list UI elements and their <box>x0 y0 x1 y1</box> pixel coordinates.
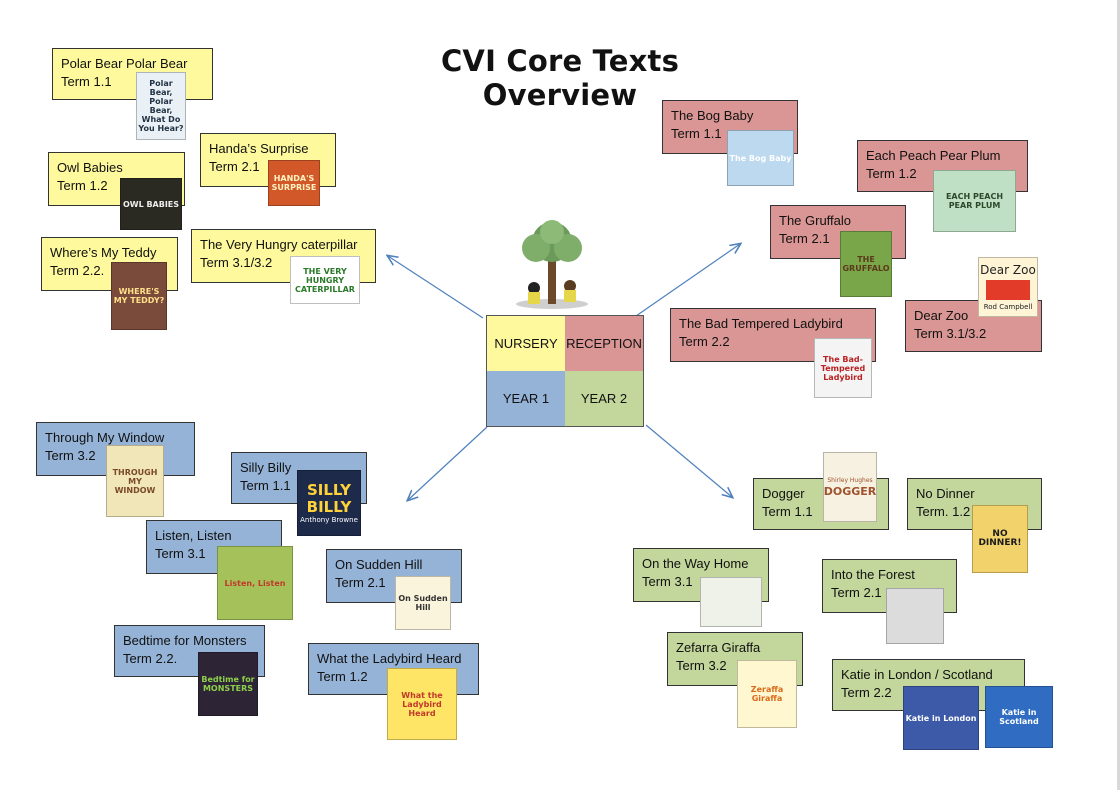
grid-nursery: NURSERY <box>487 316 565 371</box>
book-cover: Listen, Listen <box>217 546 293 620</box>
cover-author: Shirley Hughes <box>827 477 873 484</box>
book-cover: Katie in Scotland <box>985 686 1053 748</box>
cover-title: DOGGER <box>823 485 877 498</box>
arrow-year1 <box>408 426 488 500</box>
book-cover: The Bad-Tempered Ladybird <box>814 338 872 398</box>
book-term: Term 2.2 <box>679 334 730 349</box>
book-title: Polar Bear Polar Bear <box>61 56 188 71</box>
book-cover: THE VERY HUNGRY CATERPILLAR <box>290 256 360 304</box>
book-term: Term. 1.2 <box>916 504 971 519</box>
page-edge <box>1117 0 1120 790</box>
page-title: CVI Core Texts Overview <box>440 44 680 112</box>
book-term: Term 3.1/3.2 <box>200 255 273 270</box>
tree-illustration <box>516 220 588 309</box>
book-cover: On Sudden Hill <box>395 576 451 630</box>
book-term: Term 3.1 <box>155 546 206 561</box>
book-term: Term 2.1 <box>779 231 830 246</box>
book-cover: The Bog Baby <box>727 130 794 186</box>
crate-icon <box>986 279 1030 300</box>
book-term: Term 2.2 <box>841 685 892 700</box>
book-term: Term 1.2 <box>57 178 108 193</box>
book-term: Term 1.1 <box>61 74 112 89</box>
book-title: The Bog Baby <box>671 108 754 123</box>
book-cover: THE GRUFFALO <box>840 231 892 297</box>
cover-title: Dear Zoo <box>980 262 1036 277</box>
book-cover <box>700 577 762 627</box>
book-title: The Bad Tempered Ladybird <box>679 316 843 331</box>
cover-title: SILLY BILLY <box>306 480 352 516</box>
cover-author: Rod Campbell <box>983 302 1033 311</box>
year-group-grid: NURSERY RECEPTION YEAR 1 YEAR 2 <box>486 315 644 427</box>
book-title: On Sudden Hill <box>335 557 423 572</box>
book-title: The Gruffalo <box>779 213 852 228</box>
book-term: Term 2.2. <box>123 651 178 666</box>
book-title: What the Ladybird Heard <box>317 651 462 666</box>
book-term: Term 3.2 <box>676 658 727 673</box>
book-cover: HANDA'S SURPRISE <box>268 160 320 206</box>
book-cover: Dear Zoo Rod Campbell <box>978 257 1038 317</box>
book-cover: EACH PEACH PEAR PLUM <box>933 170 1016 232</box>
book-term: Term 2.1 <box>335 575 386 590</box>
book-term: Term 2.1 <box>831 585 882 600</box>
grid-year1: YEAR 1 <box>487 371 565 426</box>
book-term: Term 1.1 <box>240 478 291 493</box>
book-cover: THROUGH MY WINDOW <box>106 445 164 517</box>
book-title: Handa’s Surprise <box>209 141 309 156</box>
book-title: Katie in London / Scotland <box>841 667 993 682</box>
book-card: Polar Bear Polar Bear Term 1.1 <box>52 48 213 100</box>
book-title: Bedtime for Monsters <box>123 633 247 648</box>
book-title: Into the Forest <box>831 567 915 582</box>
book-term: Term 1.2 <box>866 166 917 181</box>
book-title: Where’s My Teddy <box>50 245 157 260</box>
book-cover: Bedtime for MONSTERS <box>198 652 258 716</box>
book-term: Term 3.1/3.2 <box>914 326 987 341</box>
cover-author: Anthony Browne <box>300 515 358 524</box>
book-cover: SILLY BILLY Anthony Browne <box>297 470 361 536</box>
book-term: Term 1.1 <box>671 126 722 141</box>
book-title: Dogger <box>762 486 805 501</box>
book-card: Bedtime for Monsters Term 2.2. <box>114 625 265 677</box>
arrow-reception <box>635 244 740 317</box>
book-term: Term 2.2. <box>50 263 105 278</box>
book-title: Zefarra Giraffa <box>676 640 761 655</box>
book-title: On the Way Home <box>642 556 749 571</box>
book-term: Term 1.1 <box>762 504 813 519</box>
grid-year2: YEAR 2 <box>565 371 643 426</box>
arrow-nursery <box>388 256 484 319</box>
book-title: Dear Zoo <box>914 308 969 323</box>
book-title: The Very Hungry caterpillar <box>200 237 358 252</box>
book-cover: Polar Bear, Polar Bear, What Do You Hear… <box>136 72 186 140</box>
book-cover: OWL BABIES <box>120 178 182 230</box>
arrow-year2 <box>645 424 732 497</box>
book-cover: NO DINNER! <box>972 505 1028 573</box>
book-title: No Dinner <box>916 486 975 501</box>
book-term: Term 2.1 <box>209 159 260 174</box>
book-title: Silly Billy <box>240 460 292 475</box>
book-cover: What the Ladybird Heard <box>387 668 457 740</box>
book-term: Term 3.1 <box>642 574 693 589</box>
book-title: Listen, Listen <box>155 528 232 543</box>
grid-reception: RECEPTION <box>565 316 643 371</box>
book-cover: Zeraffa Giraffa <box>737 660 797 728</box>
book-card: The Gruffalo Term 2.1 <box>770 205 906 259</box>
book-title: Each Peach Pear Plum <box>866 148 1001 163</box>
book-cover <box>886 588 944 644</box>
book-cover: Katie in London <box>903 686 979 750</box>
book-title: Owl Babies <box>57 160 123 175</box>
book-cover: Shirley Hughes DOGGER <box>823 452 877 522</box>
book-term: Term 3.2 <box>45 448 96 463</box>
book-title: Through My Window <box>45 430 165 445</box>
book-term: Term 1.2 <box>317 669 368 684</box>
book-cover: WHERE'S MY TEDDY? <box>111 262 167 330</box>
